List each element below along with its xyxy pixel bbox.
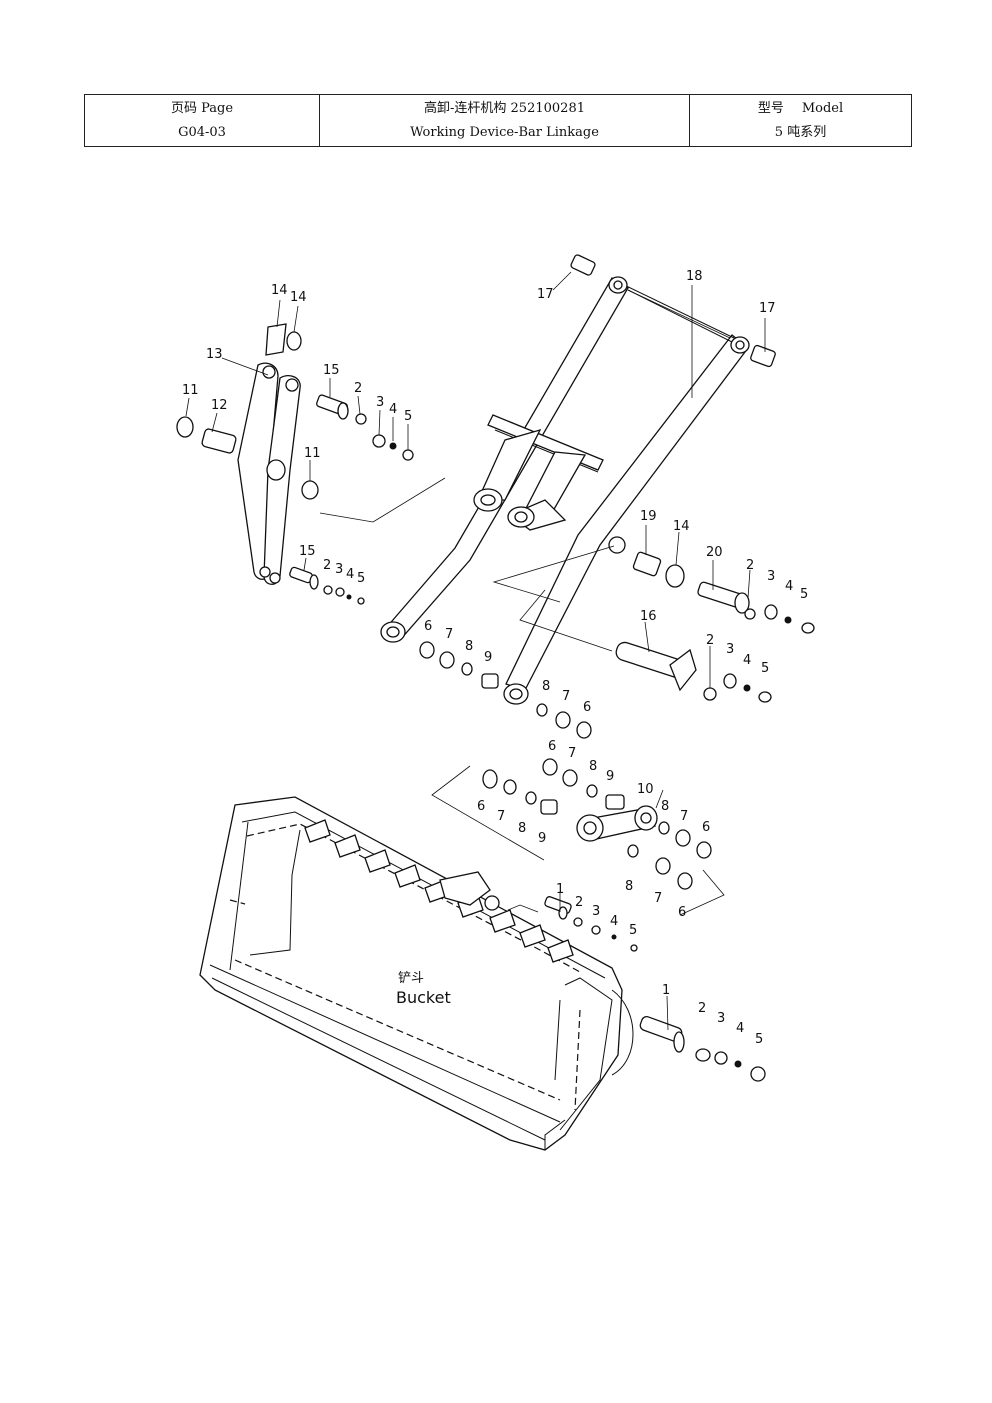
- callout-7f: 7: [654, 891, 662, 906]
- link-plates-13: [237, 362, 301, 585]
- callout-4e: 4: [610, 914, 618, 929]
- callout-15b: 15: [299, 544, 316, 559]
- callout-8e: 8: [661, 799, 669, 814]
- page-number: G04-03: [178, 124, 226, 140]
- model-value: 5 吨系列: [774, 124, 827, 140]
- pin-assembly-bucket-mid: [544, 896, 638, 952]
- callout-9c: 9: [538, 831, 546, 846]
- callout-3b: 3: [335, 562, 343, 577]
- callout-16: 16: [640, 609, 657, 624]
- pin-assembly-20: [632, 551, 815, 634]
- callout-11b: 11: [304, 446, 321, 461]
- callout-17b: 17: [759, 301, 776, 316]
- callout-9b: 9: [606, 769, 614, 784]
- callout-20: 20: [706, 545, 723, 560]
- callout-14a: 14: [271, 283, 288, 298]
- bushing-17-top: [570, 254, 596, 276]
- pin-assembly-lower: [289, 566, 365, 605]
- shim-14a: [265, 323, 287, 356]
- callout-5d: 5: [761, 661, 769, 676]
- callout-3d: 3: [726, 642, 734, 657]
- callout-6e: 6: [702, 820, 710, 835]
- spacer-stack-tie-rod: [482, 758, 712, 890]
- callout-4d: 4: [743, 653, 751, 668]
- callout-18: 18: [686, 269, 703, 284]
- callout-3c: 3: [767, 569, 775, 584]
- title-en: Working Device-Bar Linkage: [410, 124, 599, 140]
- boom-arm: [380, 276, 750, 705]
- callout-2a: 2: [354, 381, 362, 396]
- callout-12: 12: [211, 398, 228, 413]
- bushing-12: [201, 428, 237, 454]
- callout-17a: 17: [537, 287, 554, 302]
- callout-6f: 6: [678, 905, 686, 920]
- callout-4f: 4: [736, 1021, 744, 1036]
- model-label-cn: 型号: [757, 100, 784, 116]
- callout-2f: 2: [698, 1001, 706, 1016]
- header-table: 页码 Page G04-03 高卸-连杆机构 252100281 Working…: [84, 94, 912, 147]
- model-label-en: Model: [801, 100, 844, 116]
- spacer-stack-boom: [419, 641, 592, 739]
- callout-10: 10: [637, 782, 654, 797]
- callout-7c: 7: [568, 746, 576, 761]
- callout-6a: 6: [424, 619, 432, 634]
- callout-7d: 7: [497, 809, 505, 824]
- title-cell: 高卸-连杆机构 252100281 Working Device-Bar Lin…: [319, 94, 690, 147]
- callout-14c: 14: [673, 519, 690, 534]
- callout-6d: 6: [477, 799, 485, 814]
- callout-3f: 3: [717, 1011, 725, 1026]
- callout-9a: 9: [484, 650, 492, 665]
- callout-19: 19: [640, 509, 657, 524]
- callout-2e: 2: [575, 895, 583, 910]
- callout-3e: 3: [592, 904, 600, 919]
- model-cell: 型号 Model 5 吨系列: [689, 94, 912, 147]
- callout-4b: 4: [346, 567, 354, 582]
- bucket-label-en: Bucket: [396, 988, 451, 1007]
- callout-7b: 7: [562, 689, 570, 704]
- callout-7e: 7: [680, 809, 688, 824]
- tie-rod-10: [576, 805, 658, 842]
- callout-8f: 8: [625, 879, 633, 894]
- callout-6b: 6: [583, 700, 591, 715]
- callout-1b: 1: [662, 983, 670, 998]
- callout-8c: 8: [589, 759, 597, 774]
- callout-2c: 2: [746, 558, 754, 573]
- bucket-label-cn: 铲斗: [398, 971, 424, 986]
- callout-1a: 1: [556, 882, 564, 897]
- title-cn: 高卸-连杆机构 252100281: [424, 100, 585, 116]
- callout-5f: 5: [755, 1032, 763, 1047]
- page-cell: 页码 Page G04-03: [84, 94, 320, 147]
- callout-5a: 5: [404, 409, 412, 424]
- callout-7a: 7: [445, 627, 453, 642]
- callout-5e: 5: [629, 923, 637, 938]
- callout-8a: 8: [465, 639, 473, 654]
- model-label: 型号 Model: [690, 97, 911, 121]
- pin-assembly-16: [615, 641, 772, 703]
- shim-14b: [286, 331, 302, 351]
- pin-assembly-bucket-right: [639, 1015, 766, 1082]
- washer-11a: [176, 416, 194, 438]
- bucket: [199, 796, 634, 1151]
- callout-2d: 2: [706, 633, 714, 648]
- callout-4a: 4: [389, 402, 397, 417]
- washer-11b: [301, 480, 319, 500]
- callout-2b: 2: [323, 558, 331, 573]
- page-label: 页码 Page: [170, 100, 234, 116]
- callout-5b: 5: [357, 571, 365, 586]
- bushing-17-right: [750, 344, 776, 368]
- callout-15a: 15: [323, 363, 340, 378]
- callout-4c: 4: [785, 579, 793, 594]
- callout-8b: 8: [542, 679, 550, 694]
- callout-11a: 11: [182, 383, 199, 398]
- pin-assembly-upper: [316, 394, 414, 461]
- callout-6c: 6: [548, 739, 556, 754]
- callout-13: 13: [206, 347, 223, 362]
- callout-8d: 8: [518, 821, 526, 836]
- callout-3a: 3: [376, 395, 384, 410]
- callout-5c: 5: [800, 587, 808, 602]
- callout-14b: 14: [290, 290, 307, 305]
